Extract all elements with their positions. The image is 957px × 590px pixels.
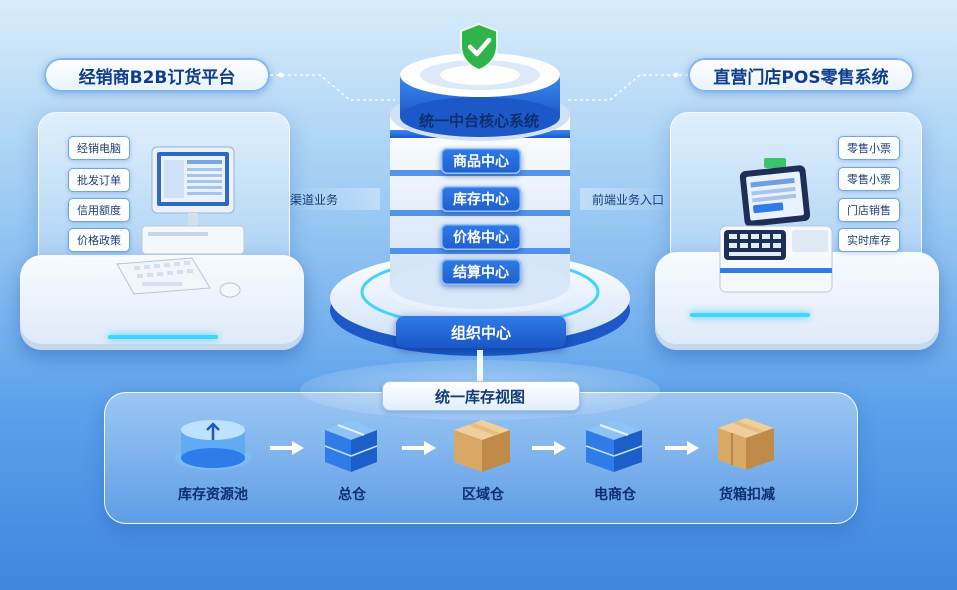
resource-pool-icon: [175, 420, 251, 470]
left-link-label: 渠道业务: [290, 193, 339, 207]
right-link-label: 前端业务入口: [592, 193, 665, 207]
arrow-right-icon: [402, 441, 436, 455]
step-carton-deduction-label: 货箱扣减: [719, 487, 775, 503]
org-center-label: 组织中心: [450, 324, 511, 342]
down-connector-icon: [477, 350, 483, 384]
arrow-right-icon: [270, 441, 304, 455]
inventory-view-title: 统一库存视图: [434, 388, 525, 406]
core-module-inventory: 库存中心: [441, 186, 521, 212]
pos-terminal-icon: [719, 158, 833, 293]
left-item-3: 信用额度: [68, 198, 130, 222]
core-module-price: 价格中心: [441, 224, 521, 250]
step-main-warehouse-label: 总仓: [338, 487, 366, 503]
right-base-glow: [690, 313, 810, 317]
shield-check-icon: [460, 22, 498, 72]
desktop-computer-icon: [116, 146, 245, 298]
arrow-right-icon: [665, 441, 699, 455]
arrow-right-icon: [532, 441, 566, 455]
step-resource-pool-label: 库存资源池: [178, 487, 248, 503]
main-warehouse-icon: [324, 420, 378, 472]
right-item-4: 实时库存: [838, 228, 900, 252]
right-item-1: 零售小票: [838, 136, 900, 160]
step-regional-warehouse-label: 区域仓: [462, 487, 504, 503]
left-item-2: 批发订单: [68, 168, 130, 192]
inventory-view-title-tab: [382, 381, 580, 411]
left-item-4: 价格政策: [68, 228, 130, 252]
left-system-title: 经销商B2B订货平台: [44, 58, 270, 92]
left-item-1: 经销电脑: [68, 136, 130, 160]
core-module-settlement: 结算中心: [441, 259, 521, 285]
carton-deduction-box-icon: [718, 418, 774, 470]
left-base-glow: [108, 335, 218, 339]
right-item-3: 门店销售: [838, 198, 900, 222]
regional-warehouse-box-icon: [454, 420, 510, 472]
core-module-product: 商品中心: [441, 148, 521, 174]
org-center-band: [396, 316, 566, 348]
right-system-title: 直营门店POS零售系统: [688, 58, 914, 92]
ecommerce-warehouse-icon: [585, 420, 643, 472]
step-ecommerce-warehouse-label: 电商仓: [594, 487, 636, 503]
core-title: 统一中台核心系统: [418, 112, 539, 130]
right-item-2: 零售小票: [838, 167, 900, 191]
